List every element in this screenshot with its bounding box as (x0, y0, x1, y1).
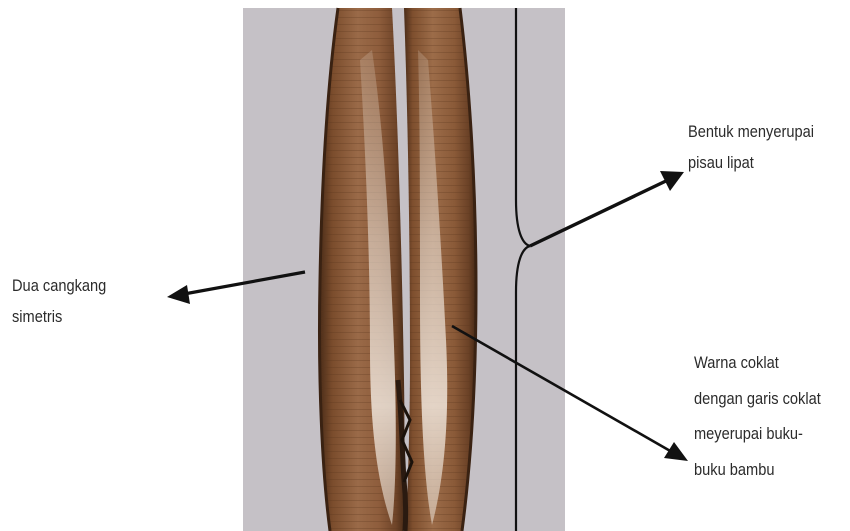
right-shell-valve (404, 8, 476, 531)
color-annotation-line: Warna coklat (694, 345, 821, 381)
shells-annotation-line: Dua cangkang (12, 270, 106, 301)
color-annotation-line: buku bambu (694, 452, 821, 488)
color-annotation-label: Warna coklat dengan garis coklat meyerup… (694, 345, 821, 487)
left-shell-valve (319, 8, 404, 531)
color-annotation-line: meyerupai buku- (694, 416, 821, 452)
shells-annotation-line: simetris (12, 301, 106, 332)
shape-annotation-line: Bentuk menyerupai (688, 116, 814, 147)
shape-annotation-label: Bentuk menyerupai pisau lipat (688, 116, 814, 178)
color-annotation-line: dengan garis coklat (694, 381, 821, 417)
shells-annotation-label: Dua cangkang simetris (12, 270, 106, 332)
shape-annotation-line: pisau lipat (688, 147, 814, 178)
